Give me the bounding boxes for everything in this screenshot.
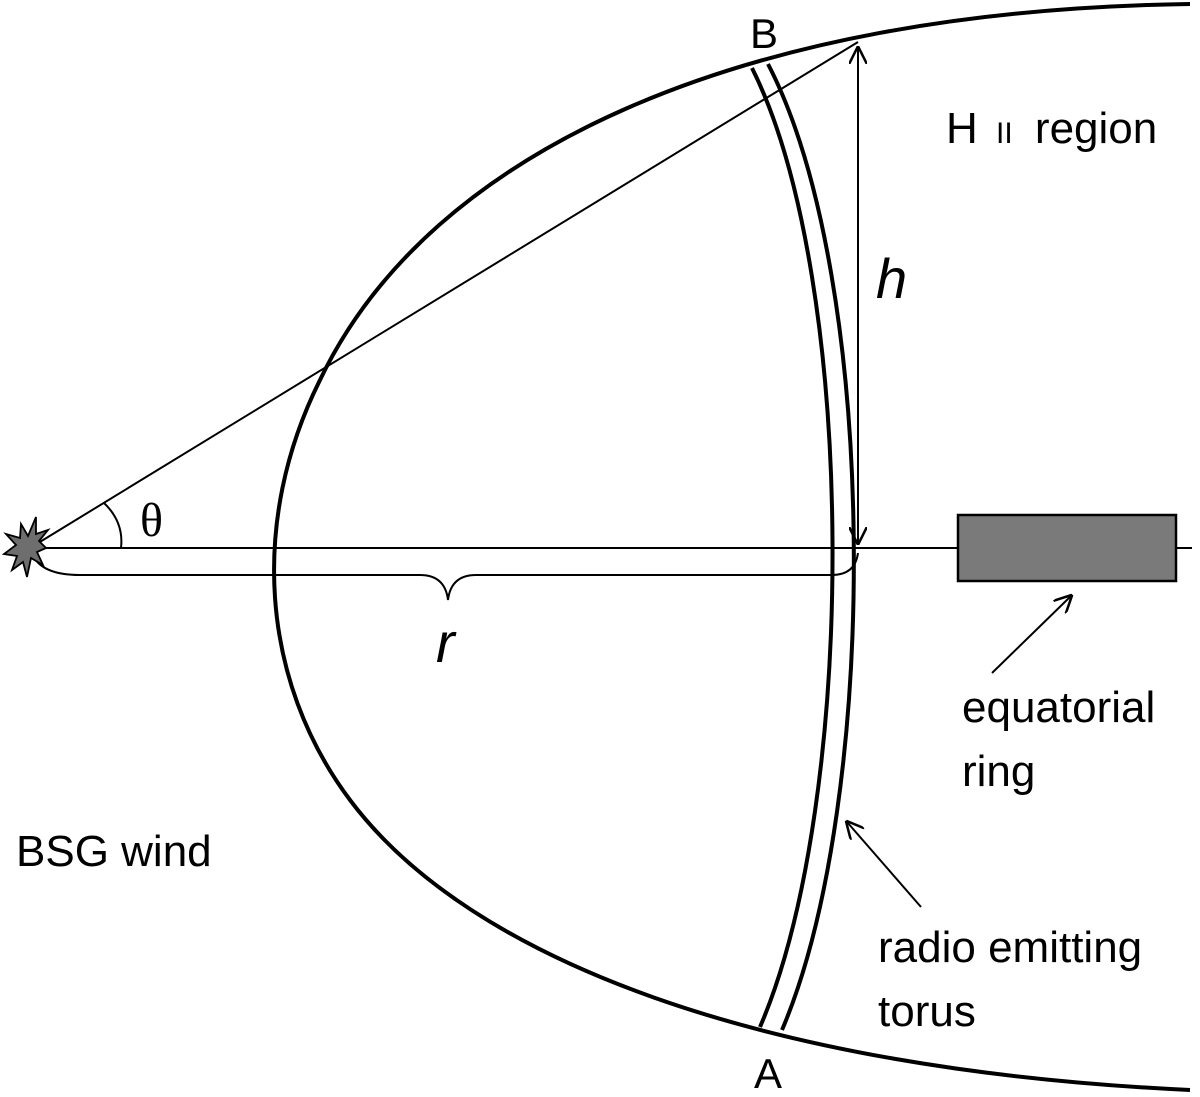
height-symbol: h [876,247,907,310]
angle-symbol: θ [140,494,163,547]
sight-line-to-b [29,41,859,549]
equatorial-ring-label-line2: ring [962,747,1035,796]
hii-region-label: H II region [946,104,1157,153]
radius-brace [31,552,859,601]
angle-arc [103,502,123,549]
star-burst-icon [1,516,51,578]
bsg-wind-label: BSG wind [16,827,212,876]
torus-label-line2: torus [878,987,976,1036]
equatorial-ring-label-line1: equatorial [962,683,1155,732]
hii-roman: II [996,117,1013,150]
hii-h: H [946,104,978,153]
radius-symbol: r [436,611,457,674]
equatorial-ring-block [956,513,1178,583]
torus-pointer [847,822,922,908]
torus-band-inner [750,67,835,1028]
bow-shock-boundary [272,2,1191,1092]
point-a-label: A [754,1050,782,1097]
point-b-label: B [750,10,778,57]
hii-rest: region [1035,104,1157,153]
equatorial-ring-pointer [991,596,1071,674]
torus-label-line1: radio emitting [878,923,1142,972]
